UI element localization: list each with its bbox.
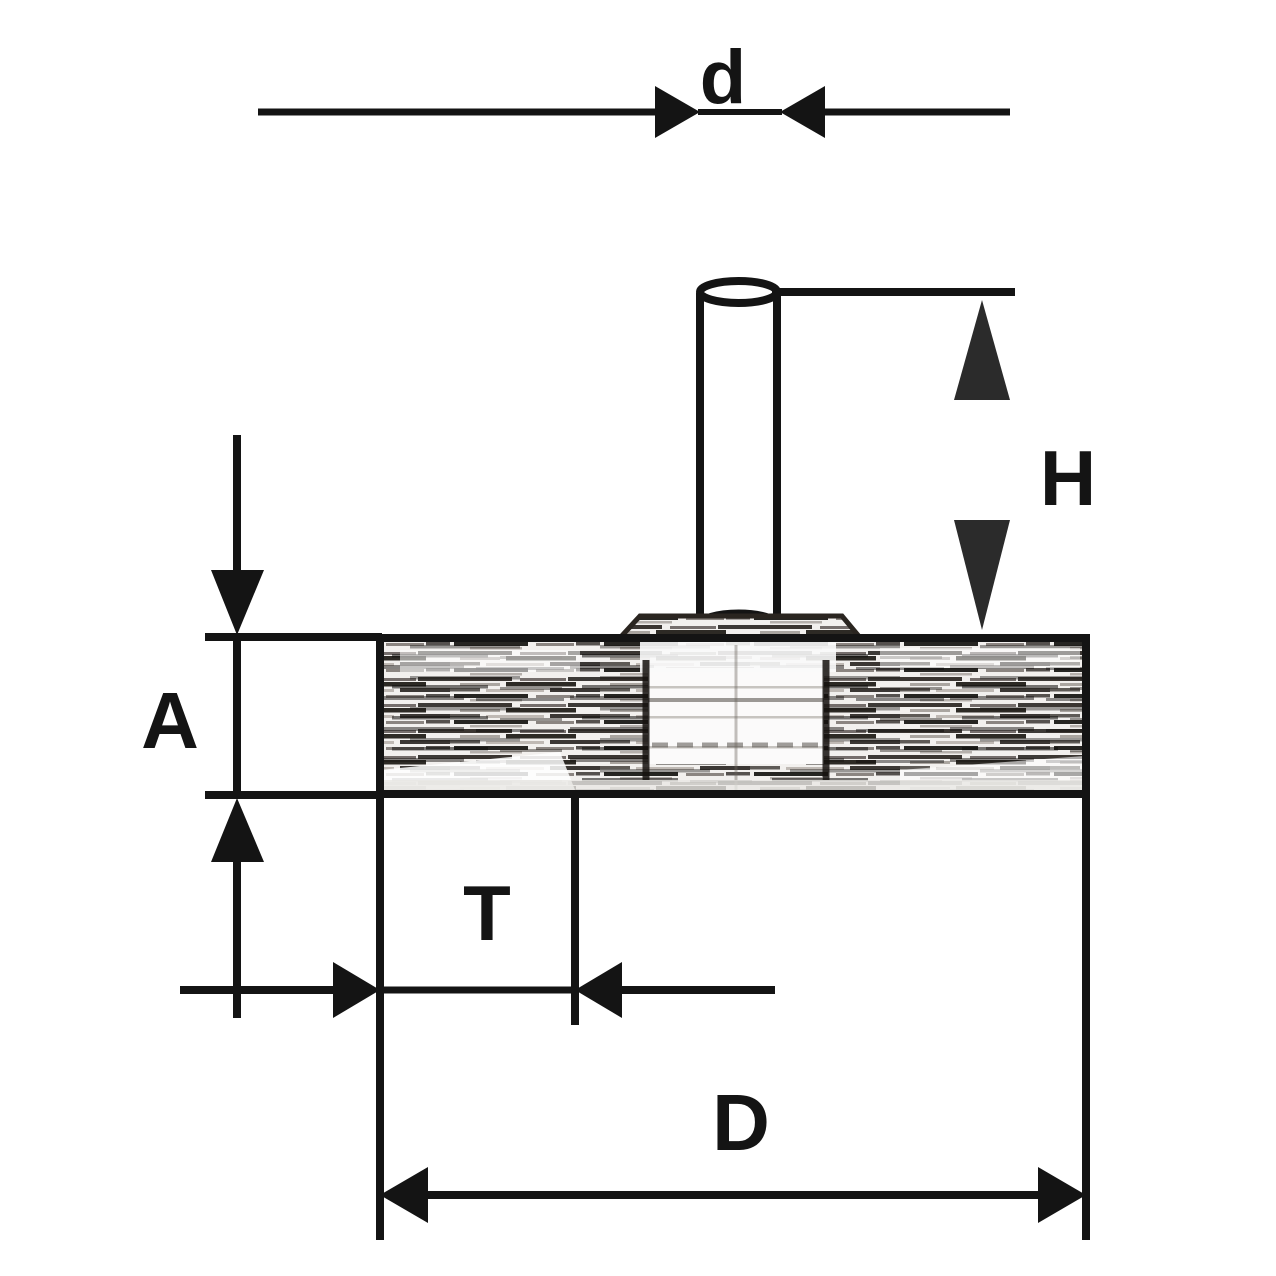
dimension-label-T: T	[463, 869, 511, 957]
D-arrowhead-left	[380, 1167, 428, 1223]
h-arrowhead-down	[954, 520, 1010, 630]
dimension-D: D	[380, 795, 1090, 1240]
hub-block	[648, 668, 824, 764]
dimension-d: d	[258, 35, 1010, 138]
a-arrowhead-down	[211, 570, 264, 635]
shaft	[696, 277, 781, 641]
t-arrowhead-right	[575, 962, 622, 1018]
dimension-label-D: D	[712, 1078, 770, 1167]
bristle-highlight-top-left	[400, 650, 580, 672]
hub-collar-outline	[616, 613, 864, 642]
dimension-label-H: H	[1040, 434, 1096, 522]
dimension-T: T	[180, 790, 775, 1240]
dimension-label-A: A	[141, 676, 199, 765]
brush-body	[376, 613, 1090, 798]
hub-top-band	[640, 642, 836, 672]
brush-face-strip	[382, 780, 1084, 793]
t-arrowhead-left	[333, 962, 380, 1018]
d-arrowhead-left	[655, 86, 700, 138]
brush-body-outline	[376, 634, 1090, 798]
d-arrowhead-right	[780, 86, 825, 138]
dimension-A: A	[141, 435, 382, 1018]
dimension-label-d: d	[700, 35, 746, 120]
shaft-body	[700, 294, 777, 624]
shaft-top-ellipse	[696, 277, 781, 307]
D-arrowhead-right	[1038, 1167, 1086, 1223]
bristle-highlight-top-right	[880, 648, 1080, 668]
h-arrowhead-up	[954, 300, 1010, 400]
dimension-H: H	[772, 288, 1096, 630]
